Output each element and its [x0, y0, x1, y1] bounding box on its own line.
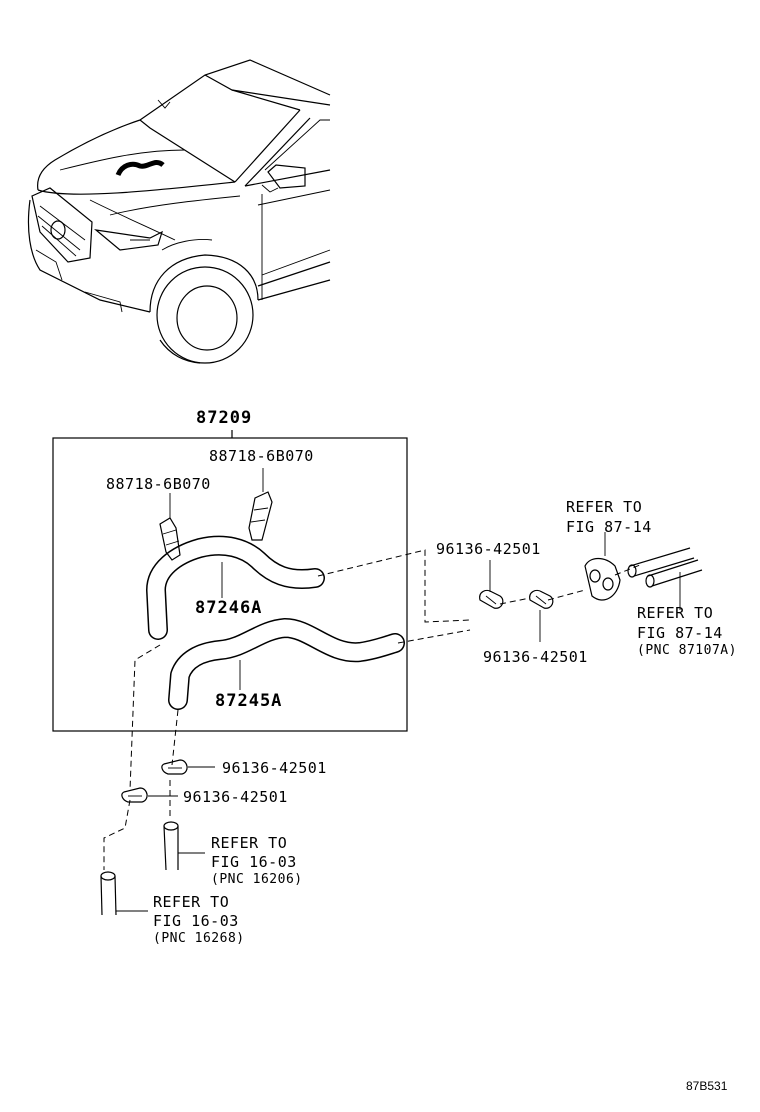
part-label-clip-right-bottom: 96136-42501 [483, 648, 588, 666]
ref-pipe-lower-2-line2: FIG 16-03 [153, 912, 239, 930]
figure-code: 87B531 [686, 1079, 728, 1093]
pipe-lower-1 [163, 821, 179, 871]
hose-87246A [146, 535, 325, 640]
part-label-clip-lower-1: 96136-42501 [222, 759, 327, 777]
ref-pipe-lower-2-line1: REFER TO [153, 893, 230, 911]
ref-pipes-right-line2: FIG 87-14 [637, 624, 723, 642]
ref-pipe-lower-2-line3: (PNC 16268) [153, 931, 245, 946]
ref-grommet-line1: REFER TO [566, 498, 643, 516]
part-label-hose-lower: 87245A [215, 691, 283, 711]
clip-lower-1 [161, 759, 188, 775]
ref-pipes-right-line1: REFER TO [637, 604, 714, 622]
grommet [584, 557, 621, 601]
clip-right-1 [479, 589, 504, 609]
ref-pipe-lower-1-line3: (PNC 16206) [211, 872, 303, 887]
pipe-lower-2 [100, 871, 117, 916]
ref-pipe-lower-1-line2: FIG 16-03 [211, 853, 297, 871]
part-label-clip-right-top: 96136-42501 [436, 540, 541, 558]
ref-pipes-right-line3: (PNC 87107A) [637, 643, 737, 658]
clip-right-2 [529, 589, 554, 609]
hose-87245A [168, 618, 405, 710]
hose-clamp-right [248, 491, 273, 541]
part-label-clamp-upper-left: 88718-6B070 [106, 475, 211, 493]
clip-lower-2 [121, 787, 148, 803]
pipes-right [627, 547, 703, 588]
assembly-part-number: 87209 [196, 408, 253, 428]
ref-pipe-lower-1-line1: REFER TO [211, 834, 288, 852]
ref-grommet-line2: FIG 87-14 [566, 518, 652, 536]
part-label-hose-upper: 87246A [195, 598, 263, 618]
part-label-clip-lower-2: 96136-42501 [183, 788, 288, 806]
part-label-clamp-upper-right: 88718-6B070 [209, 447, 314, 465]
assembly-box [52, 430, 408, 732]
vehicle-illustration [27, 59, 331, 364]
